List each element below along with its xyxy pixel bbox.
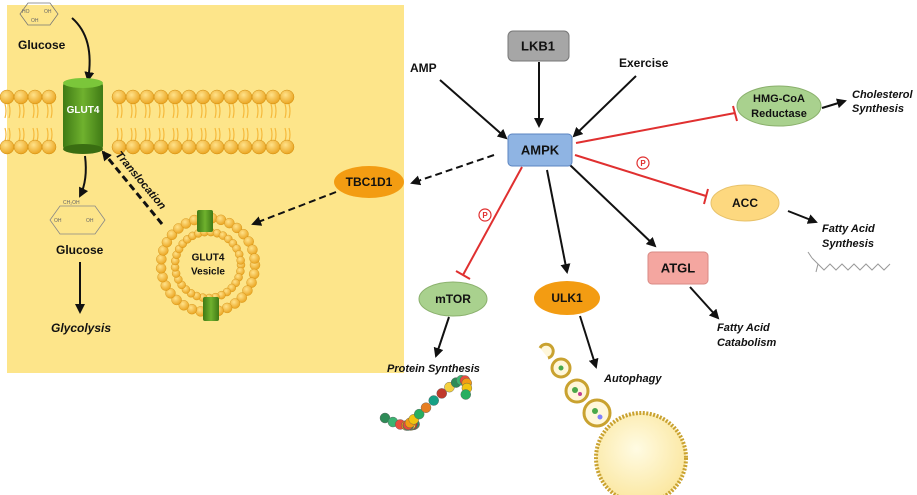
acc-to-fa-synthesis-arrow xyxy=(787,210,818,224)
svg-text:OH: OH xyxy=(54,218,62,224)
ampk-to-atgl-arrow xyxy=(569,164,657,248)
tbc1d1-to-vesicle-arrow xyxy=(251,191,337,226)
ampk-inhibits-mtor xyxy=(455,166,523,280)
ampk-to-tbc1d1-arrow xyxy=(410,154,495,186)
amp-label: AMP xyxy=(410,61,437,75)
ampk-to-ulk1-arrow xyxy=(546,169,571,274)
svg-text:CH₂OH: CH₂OH xyxy=(63,200,80,206)
hmgcoa-to-cholesterol-arrow xyxy=(821,98,847,109)
exercise-to-ampk-arrow xyxy=(572,75,637,138)
fa-synthesis-line2: Synthesis xyxy=(822,238,874,250)
vesicle-label-line1: GLUT4 xyxy=(192,253,225,264)
glut4-transporter xyxy=(63,78,103,154)
svg-text:P: P xyxy=(482,211,488,220)
svg-text:P: P xyxy=(640,159,646,168)
svg-text:ATGL: ATGL xyxy=(661,260,695,275)
svg-text:Reductase: Reductase xyxy=(751,108,807,120)
glut4-label: GLUT4 xyxy=(67,105,100,116)
glut4-vesicle xyxy=(155,212,261,318)
cell-membrane xyxy=(0,89,295,155)
phospho-marker-mtor: P xyxy=(478,208,492,222)
atgl-to-fa-catabolism-arrow xyxy=(689,286,720,320)
tbc1d1-node: TBC1D1 xyxy=(334,166,404,198)
translocation-arrow xyxy=(101,150,164,225)
phospho-marker-acc: P xyxy=(636,156,650,170)
svg-text:TBC1D1: TBC1D1 xyxy=(346,175,393,189)
lkb1-node: LKB1 xyxy=(507,30,570,62)
svg-text:AMPK: AMPK xyxy=(521,142,560,157)
svg-text:mTOR: mTOR xyxy=(435,292,471,306)
mtor-node: mTOR xyxy=(418,281,488,317)
amp-to-ampk-arrow xyxy=(439,79,508,140)
vesicle-label-line2: Vesicle xyxy=(191,267,225,278)
ampk-inhibits-acc xyxy=(574,154,709,205)
fa-catabolism-line1: Fatty Acid xyxy=(717,322,770,334)
cholesterol-synthesis-line2: Synthesis xyxy=(852,103,904,115)
protein-synthesis-label: Protein Synthesis xyxy=(387,363,480,375)
atgl-node: ATGL xyxy=(647,251,709,285)
vesicle-glut4-bottom xyxy=(203,297,219,321)
autophagy-illustration xyxy=(538,342,688,495)
svg-text:OH: OH xyxy=(31,18,39,24)
glucose-structure-bottom: CH₂OH OH OH xyxy=(49,200,106,235)
mtor-to-protein-arrow xyxy=(433,316,450,358)
fa-synthesis-line1: Fatty Acid xyxy=(822,223,875,235)
fa-catabolism-line2: Catabolism xyxy=(717,337,777,349)
ampk-inhibits-hmgcoa xyxy=(575,105,738,144)
svg-text:HMG-CoA: HMG-CoA xyxy=(753,93,805,105)
svg-text:LKB1: LKB1 xyxy=(521,38,555,53)
hmgcoa-node: HMG-CoA Reductase xyxy=(736,85,822,127)
ampk-node: AMPK xyxy=(507,133,573,167)
svg-text:HO: HO xyxy=(22,9,30,15)
acc-node: ACC xyxy=(710,184,780,222)
cholesterol-synthesis-line1: Cholesterol xyxy=(852,89,913,101)
autophagy-label: Autophagy xyxy=(603,373,662,385)
protein-chain-illustration xyxy=(379,375,473,431)
svg-text:OH: OH xyxy=(44,9,52,15)
svg-text:ULK1: ULK1 xyxy=(551,291,583,305)
ulk1-to-autophagy-arrow xyxy=(579,315,599,369)
glucose-structure-top: HO OH OH xyxy=(19,2,59,26)
glucose-entry-arrow xyxy=(71,17,95,82)
glucose-label-top: Glucose xyxy=(18,38,66,52)
glycolysis-label: Glycolysis xyxy=(51,321,111,335)
glucose-exit-arrow xyxy=(79,155,89,198)
glucose-label-bottom: Glucose xyxy=(56,243,104,257)
svg-text:OH: OH xyxy=(86,218,94,224)
svg-text:ACC: ACC xyxy=(732,196,758,210)
vesicle-glut4-top xyxy=(197,210,213,232)
exercise-label: Exercise xyxy=(619,56,669,70)
ulk1-node: ULK1 xyxy=(534,281,600,315)
fatty-acid-structure xyxy=(807,251,891,273)
